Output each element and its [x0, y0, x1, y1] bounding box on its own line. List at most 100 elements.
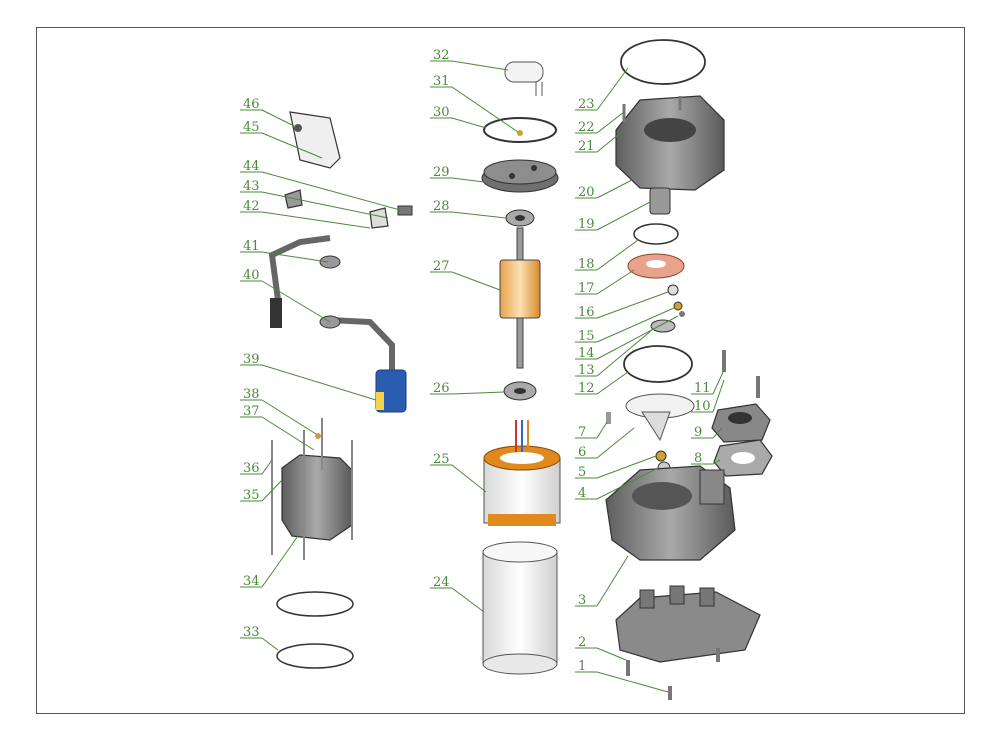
svg-text:46: 46 — [243, 97, 260, 112]
svg-text:42: 42 — [243, 199, 260, 214]
part-capacitor-32 — [504, 61, 544, 83]
callout-24: 24 — [430, 575, 485, 613]
callout-42: 42 — [240, 199, 371, 229]
part-housing-20 — [615, 95, 725, 191]
callout-4: 4 — [575, 467, 659, 501]
svg-text:25: 25 — [433, 452, 450, 467]
part-nut-15 — [673, 301, 683, 311]
svg-text:8: 8 — [694, 451, 702, 466]
part-cover-46 — [289, 111, 341, 169]
callout-12: 12 — [575, 371, 629, 396]
svg-text:15: 15 — [578, 329, 595, 344]
callout-43: 43 — [240, 179, 389, 219]
svg-text:5: 5 — [578, 465, 586, 480]
svg-text:45: 45 — [243, 120, 260, 135]
callout-41: 41 — [240, 239, 329, 263]
callout-40: 40 — [240, 268, 331, 323]
part-oring-23 — [620, 39, 706, 85]
callout-44: 44 — [240, 159, 401, 211]
part-sleeve-24 — [482, 551, 558, 665]
part-oring-12 — [623, 345, 693, 383]
callout-19: 19 — [575, 201, 651, 232]
part-cable-41 — [268, 235, 331, 301]
callout-14: 14 — [575, 315, 679, 361]
svg-text:40: 40 — [243, 268, 260, 283]
callout-20: 20 — [575, 179, 633, 200]
callout-31: 31 — [430, 74, 519, 133]
svg-text:19: 19 — [578, 217, 595, 232]
callout-13: 13 — [575, 329, 653, 378]
callout-10: 10 — [691, 379, 725, 414]
callout-38: 38 — [240, 387, 317, 435]
callout-28: 28 — [430, 199, 507, 219]
part-washer-16 — [667, 284, 679, 296]
part-base-2 — [615, 591, 761, 663]
part-key-7 — [606, 412, 611, 424]
svg-text:2: 2 — [578, 635, 586, 650]
callout-27: 27 — [430, 259, 501, 291]
part-nut-5 — [655, 450, 667, 462]
svg-text:35: 35 — [243, 488, 260, 503]
svg-text:3: 3 — [578, 593, 586, 608]
part-washer-13 — [650, 319, 676, 333]
part-clamp-42 — [369, 207, 389, 229]
part-spring-19 — [649, 187, 671, 215]
callout-35: 35 — [240, 479, 283, 503]
part-shapes — [268, 39, 773, 700]
svg-text:44: 44 — [243, 159, 260, 174]
svg-text:34: 34 — [243, 574, 260, 589]
part-screw-46 — [294, 124, 302, 132]
svg-text:27: 27 — [433, 259, 450, 274]
callout-30: 30 — [430, 105, 487, 129]
svg-text:18: 18 — [578, 257, 595, 272]
part-gland-41 — [319, 255, 341, 269]
callout-34: 34 — [240, 535, 299, 589]
svg-text:13: 13 — [578, 363, 595, 378]
part-nut-14 — [679, 311, 685, 317]
svg-text:20: 20 — [578, 185, 595, 200]
svg-text:30: 30 — [433, 105, 450, 120]
callout-2: 2 — [575, 635, 627, 661]
callout-6: 6 — [575, 427, 635, 460]
svg-text:7: 7 — [578, 425, 586, 440]
part-oring-33b — [276, 643, 354, 669]
part-bolt-44 — [397, 205, 413, 216]
svg-text:39: 39 — [243, 352, 260, 367]
callout-45: 45 — [240, 120, 323, 159]
svg-text:43: 43 — [243, 179, 260, 194]
svg-text:9: 9 — [694, 425, 702, 440]
callout-1: 1 — [575, 659, 669, 693]
callout-46: 46 — [240, 97, 295, 127]
callout-labels: 46 45 44 43 42 41 40 39 38 37 36 35 34 3… — [240, 48, 725, 693]
svg-text:33: 33 — [243, 625, 260, 640]
svg-text:37: 37 — [243, 404, 260, 419]
svg-text:28: 28 — [433, 199, 450, 214]
part-nut-38 — [315, 433, 321, 439]
svg-text:41: 41 — [243, 239, 260, 254]
callout-32: 32 — [430, 48, 509, 71]
svg-text:36: 36 — [243, 461, 260, 476]
part-plug-41 — [270, 298, 282, 328]
svg-text:29: 29 — [433, 165, 450, 180]
callout-26: 26 — [430, 381, 505, 396]
callout-15: 15 — [575, 307, 675, 344]
svg-text:26: 26 — [433, 381, 450, 396]
callout-5: 5 — [575, 455, 657, 480]
callout-39: 39 — [240, 352, 377, 401]
part-motor-cover-34 — [281, 454, 353, 541]
callout-25: 25 — [430, 452, 487, 493]
svg-text:14: 14 — [578, 346, 595, 361]
svg-text:32: 32 — [433, 48, 450, 63]
callout-3: 3 — [575, 555, 629, 608]
svg-text:21: 21 — [578, 139, 595, 154]
callout-8: 8 — [691, 451, 721, 466]
callout-23: 23 — [575, 67, 629, 112]
part-oring-33a — [276, 591, 354, 617]
svg-text:10: 10 — [694, 399, 711, 414]
svg-text:24: 24 — [433, 575, 450, 590]
part-rotor-27 — [499, 259, 541, 319]
svg-text:4: 4 — [578, 486, 586, 501]
part-cable-40 — [329, 317, 395, 375]
callout-16: 16 — [575, 291, 669, 320]
